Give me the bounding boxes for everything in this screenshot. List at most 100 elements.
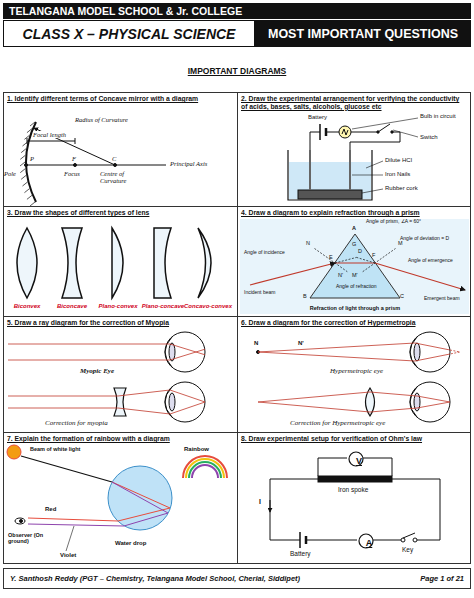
prism-figure [240,219,469,314]
myopia-figure [8,332,205,422]
concave-mirror-figure-part [34,128,115,165]
figure-label: Correction for myopia [45,420,108,428]
rainbow-figure-part [66,526,74,551]
figure-label: Emergent beam [424,296,460,302]
figure-label: C [400,293,404,299]
ohms-law-circuit-part [270,479,440,540]
question-heading: 2. Draw the experimental arrangement for… [238,93,470,113]
figure-label: Angle of incidence [244,250,285,256]
lens-shapes-part [62,228,82,298]
hatch-stroke [27,195,32,199]
hatch-stroke [20,169,25,173]
question-heading: 8. Draw experimental setup for verificat… [238,433,470,445]
concave-mirror-figure-part [27,141,75,142]
figure-label: F [372,252,375,258]
figure-label: N' [298,340,304,347]
figure-label: Refraction of light through a prism [310,305,400,311]
figure-label: I [259,498,261,506]
figure-label: Focal length [33,131,66,138]
figure-label: Angle of deviation = D [400,236,449,242]
prism-figure-part [335,257,375,263]
figure-label: Battery [290,550,311,557]
conductivity-apparatus-part [298,190,362,199]
figure-label: N [306,240,310,246]
question-panel: 3. Draw the shapes of different types of… [3,206,238,317]
school-band: TELANGANA MODEL SCHOOL & Jr. COLLEGE [3,3,471,19]
myopia-figure-part [169,343,175,361]
concave-mirror-figure-part [74,164,77,167]
rainbow-figure-part [186,459,224,478]
figure-label: Plano-convex [98,303,137,310]
figure-label: B [303,293,307,299]
figure-label: Iron spoke [338,486,368,493]
figure-label: Rubber cork [385,185,418,192]
hatch-stroke [20,162,25,166]
rainbow-figure-part [15,518,25,524]
figure-label: Biconcave [57,303,87,310]
hypermetropia-figure-part [450,350,460,354]
box-text: V [348,451,370,471]
hypermetropia-figure-part [414,343,420,361]
myopia-figure-part [8,390,205,414]
conductivity-apparatus-part [289,162,371,199]
conductivity-apparatus-part [352,118,418,193]
prism-figure-part [240,219,469,314]
question-heading: 5. Draw a ray diagram for the correction… [4,317,237,329]
figure-label: Biconvex [14,303,41,310]
questions-box: MOST IMPORTANT QUESTIONS [255,20,471,47]
rainbow-figure-part [20,520,23,523]
lens-shapes-part [198,228,211,298]
ohms-law-circuit-part [318,476,392,482]
figure-label: Switch [420,134,438,141]
conductivity-apparatus [288,118,418,200]
myopia-figure-part [165,382,205,422]
hatch-stroke [23,142,28,146]
lens-shapes-part [17,228,37,298]
concave-mirror-figure-part [26,165,166,166]
hatch-stroke [30,122,35,126]
figure-label: N [254,340,258,347]
rainbow-figure-part [7,445,21,459]
question-heading: 1. Identify different terms of Concave m… [4,93,237,105]
question-panel: 1. Identify different terms of Concave m… [3,92,238,207]
concave-mirror-figure [25,122,167,202]
figure-label: Principal Axis [170,160,207,167]
figure-label: Rainbow [184,446,209,453]
conductivity-apparatus-part [342,129,348,135]
conductivity-apparatus-part [377,131,379,133]
box-text: A [358,533,380,553]
figure-label: C [112,155,116,162]
hatch-stroke [24,189,29,193]
rainbow-figure-part [21,456,112,482]
conductivity-apparatus-part [325,128,328,136]
figure-label: Angle of emergence [408,258,453,264]
box-text: Page 1 of 21 [420,574,464,583]
rainbow-figure-part [192,465,218,478]
conductivity-apparatus-part [319,124,321,140]
figure-label: A [352,225,356,231]
prism-figure-part [315,249,396,272]
figure-label: Violet [60,552,76,559]
figure-label: Angle of refraction [336,284,377,290]
hypermetropia-figure [257,332,461,422]
ohms-law-circuit-part [305,536,308,544]
prism-figure-part [335,262,375,263]
question-heading: 7. Explain the formation of rainbow with… [4,433,237,445]
box-text: MOST IMPORTANT QUESTIONS [268,27,458,41]
rainbow-figure [7,445,227,551]
ohms-law-circuit-part [270,500,271,512]
question-heading: 4. Draw a diagram to explain refraction … [238,207,470,219]
ammeter-symbol: A [358,533,374,549]
figure-label: M [398,240,403,246]
figure-label: Pole [4,170,16,177]
hypermetropia-figure-part [258,343,450,361]
conductivity-apparatus-part [309,150,311,190]
class-box: CLASS X – PHYSICAL SCIENCE [3,20,255,47]
conductivity-apparatus-part [310,132,400,150]
figure-label: D [358,248,362,254]
hatch-stroke [21,175,26,179]
figure-label: Observer (On ground) [8,532,48,544]
hatch-stroke [21,149,26,153]
section-title: IMPORTANT DIAGRAMS [0,66,474,76]
